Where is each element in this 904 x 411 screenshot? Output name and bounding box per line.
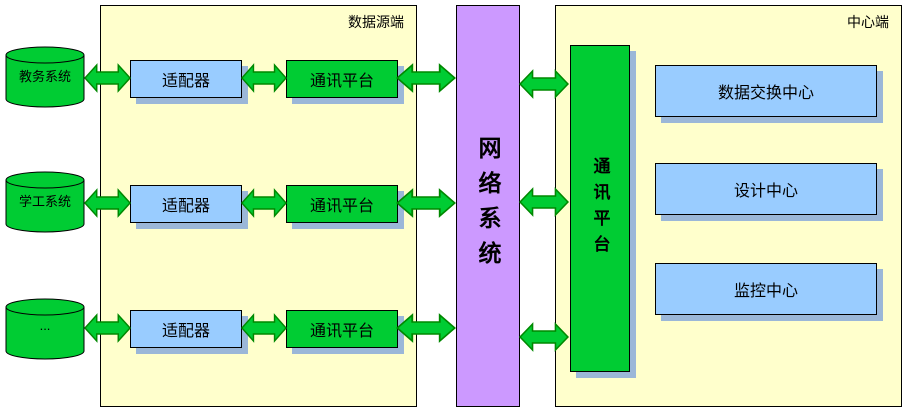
monitor-center-box: 监控中心 bbox=[655, 263, 877, 315]
monitor-center-label: 监控中心 bbox=[733, 283, 798, 300]
comm-platform-box: 通讯平台 bbox=[286, 310, 398, 348]
comm-platform-label: 通讯平台 bbox=[309, 198, 374, 215]
network-system-box: 网络系统 bbox=[456, 5, 520, 407]
comm-platform-box: 通讯平台 bbox=[286, 185, 398, 223]
double-arrow-icon bbox=[396, 313, 456, 343]
double-arrow-icon bbox=[241, 188, 287, 218]
double-arrow-icon bbox=[396, 63, 456, 93]
double-arrow-icon bbox=[396, 188, 456, 218]
data-exchange-center-box: 数据交换中心 bbox=[655, 65, 877, 117]
double-arrow-icon bbox=[84, 313, 131, 343]
adapter-label: 适配器 bbox=[161, 73, 210, 90]
comm-platform-label: 通讯平台 bbox=[309, 323, 374, 340]
adapter-box: 适配器 bbox=[130, 185, 242, 223]
adapter-box: 适配器 bbox=[130, 310, 242, 348]
center-comm-platform-label: 通讯平台 bbox=[590, 156, 610, 261]
double-arrow-icon bbox=[519, 187, 569, 217]
double-arrow-icon bbox=[519, 69, 569, 99]
double-arrow-icon bbox=[241, 63, 287, 93]
source-panel-label: 数据源端 bbox=[348, 14, 404, 30]
double-arrow-icon bbox=[519, 322, 569, 352]
center-comm-platform-box: 通讯平台 bbox=[570, 45, 630, 372]
double-arrow-icon bbox=[84, 188, 131, 218]
design-center-label: 设计中心 bbox=[733, 183, 798, 200]
double-arrow-icon bbox=[241, 313, 287, 343]
adapter-label: 适配器 bbox=[161, 198, 210, 215]
adapter-box: 适配器 bbox=[130, 60, 242, 98]
network-system-label: 网络系统 bbox=[475, 136, 501, 276]
database-cylinder-academic: 教务系统 bbox=[5, 46, 85, 108]
data-exchange-center-label: 数据交换中心 bbox=[717, 85, 814, 102]
adapter-label: 适配器 bbox=[161, 323, 210, 340]
database-label: ... bbox=[39, 318, 51, 333]
center-panel-label: 中心端 bbox=[847, 14, 889, 30]
comm-platform-box: 通讯平台 bbox=[286, 60, 398, 98]
comm-platform-label: 通讯平台 bbox=[309, 73, 374, 90]
design-center-box: 设计中心 bbox=[655, 163, 877, 215]
database-cylinder-ellipsis: ... bbox=[5, 298, 85, 360]
database-label: 教务系统 bbox=[18, 69, 71, 84]
database-cylinder-student: 学工系统 bbox=[5, 171, 85, 233]
database-label: 学工系统 bbox=[18, 194, 71, 209]
double-arrow-icon bbox=[84, 63, 131, 93]
